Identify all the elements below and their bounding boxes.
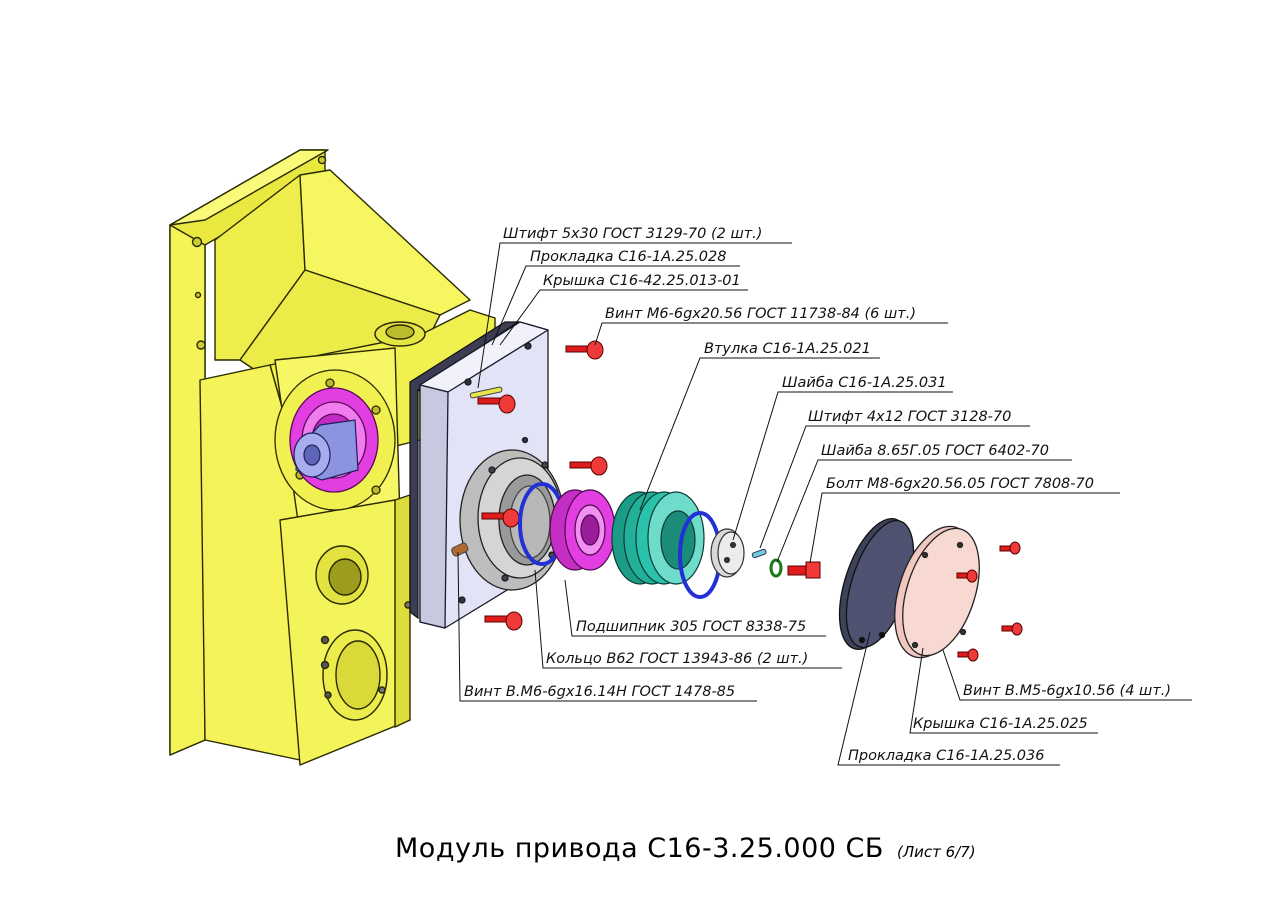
end-cover [894, 525, 980, 659]
callout-screw-m5: Винт В.М5-6gх10.56 (4 шт.) [963, 683, 1172, 699]
splined-shaft [293, 419, 359, 481]
bearing [549, 489, 616, 571]
bolt-m8 [787, 561, 821, 579]
leader-lines [457, 242, 1192, 766]
callout-cover-025: Крышка С16-1А.25.025 [913, 716, 1088, 732]
screw-5 [484, 611, 523, 631]
screw-m5-1 [999, 541, 1021, 555]
callout-screw-m6-set: Винт В.М6-6gх16.14Н ГОСТ 1478-85 [464, 684, 736, 700]
washer-c16 [710, 528, 745, 578]
callout-ring-v62: Кольцо В62 ГОСТ 13943-86 (2 шт.) [546, 651, 809, 667]
callout-screw-m6: Винт М6-6gх20.56 ГОСТ 11738-84 (6 шт.) [605, 306, 916, 322]
screw-m5-4 [957, 648, 979, 662]
pin-4x12 [751, 548, 767, 559]
title-main: Модуль привода С16-3.25.000 СБ [395, 833, 884, 864]
callout-gasket-028: Прокладка С16-1А.25.028 [530, 249, 727, 265]
screw-3 [569, 456, 608, 476]
callout-washer-031: Шайба С16-1А.25.031 [782, 375, 947, 391]
pins-5x30 [451, 386, 503, 557]
callout-washer-spring: Шайба 8.65Г.05 ГОСТ 6402-70 [821, 443, 1049, 459]
title-sheet-number: (Лист 6/7) [897, 843, 976, 861]
callout-bearing-305: Подшипник 305 ГОСТ 8338-75 [576, 619, 807, 635]
screw-m5-2 [956, 569, 978, 583]
drawing-title: Модуль привода С16-3.25.000 СБ (Лист 6/7… [395, 833, 976, 864]
callout-gasket-036: Прокладка С16-1А.25.036 [848, 748, 1045, 764]
screw-1 [565, 340, 604, 360]
callout-bolt-m8: Болт М8-6gх20.56.05 ГОСТ 7808-70 [826, 476, 1094, 492]
callout-pin-5x30: Штифт 5х30 ГОСТ 3129-70 (2 шт.) [503, 226, 763, 242]
callout-pin-4x12: Штифт 4х12 ГОСТ 3128-70 [808, 409, 1012, 425]
screws-m6 [477, 340, 608, 631]
callout-bushing-021: Втулка С16-1А.25.021 [704, 341, 871, 357]
spring-washer [769, 558, 783, 578]
screws-m5 [956, 541, 1023, 662]
screw-m5-3 [1001, 622, 1023, 636]
bushing [611, 491, 705, 585]
screw-2 [477, 394, 516, 414]
callout-cover-013: Крышка С16-42.25.013-01 [543, 273, 741, 289]
